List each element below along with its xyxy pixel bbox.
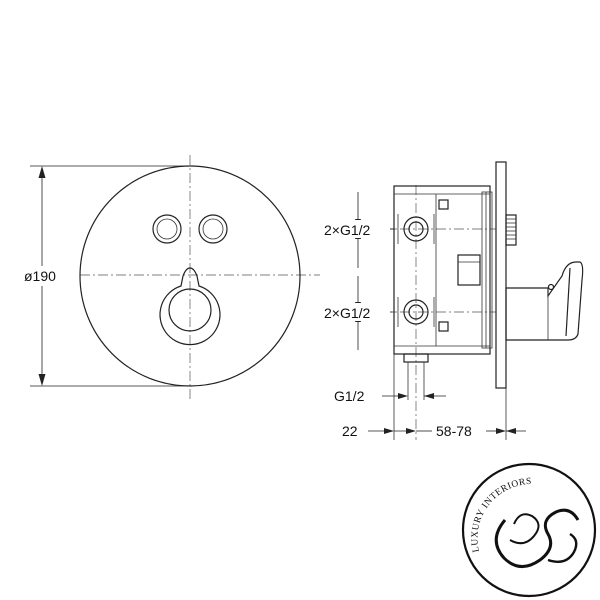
mixer-handle: [159, 267, 221, 346]
lower-connection-dimension: 2×G1/2: [320, 276, 390, 350]
depth-dimension: 22 58-78: [342, 354, 526, 440]
lower-bolt: [438, 321, 449, 332]
bottom-outlet: [403, 353, 429, 400]
side-view: 2×G1/2 2×G1/2 G1/2: [320, 161, 584, 440]
outlet-dimension: G1/2: [334, 388, 446, 404]
upper-connection-label: 2×G1/2: [324, 222, 371, 238]
cover-plate-outline: [79, 165, 301, 387]
luxury-interiors-logo: LUXURY INTERIORS: [461, 462, 597, 598]
diameter-dimension: ø190: [24, 165, 188, 387]
lower-connection-port: [397, 297, 435, 327]
upper-connection-dimension: 2×G1/2: [320, 192, 394, 268]
upper-bolt: [438, 199, 449, 210]
depth-left-label: 22: [342, 423, 358, 439]
diameter-label: ø190: [24, 268, 56, 284]
lever-handle-side: [505, 261, 584, 341]
lower-connection-label: 2×G1/2: [324, 305, 371, 321]
button-knob-side: [505, 214, 517, 246]
front-view: ø190: [24, 155, 320, 400]
cartridge-housing: [457, 254, 481, 286]
outlet-label: G1/2: [334, 388, 365, 404]
upper-connection-port: [397, 214, 435, 244]
left-push-button: [152, 214, 182, 244]
right-push-button: [198, 214, 228, 244]
depth-right-label: 58-78: [436, 423, 472, 439]
cover-plate-side: [495, 161, 507, 389]
valve-body: [393, 185, 493, 355]
